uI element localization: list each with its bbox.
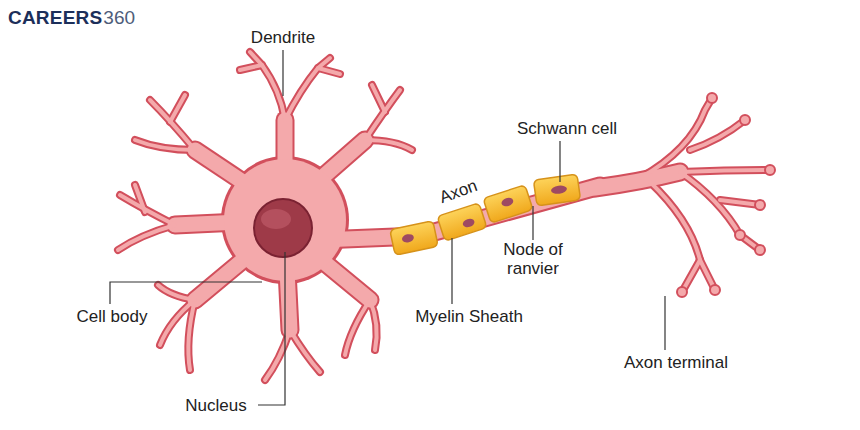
part-label: Axon bbox=[437, 175, 480, 206]
part-label: Myelin Sheath bbox=[415, 307, 523, 326]
part-label: Axon terminal bbox=[624, 353, 728, 372]
dendrite-fill bbox=[118, 52, 770, 380]
nucleus bbox=[254, 199, 312, 257]
part-label: Node of ranvier bbox=[492, 240, 574, 278]
logo-text: CAREERS bbox=[8, 8, 102, 27]
part-label: Cell body bbox=[77, 307, 148, 326]
part-label: Dendrite bbox=[251, 28, 315, 47]
part-label: Nucleus bbox=[185, 396, 246, 415]
leader-lines bbox=[110, 50, 665, 405]
dendrite-outline bbox=[118, 52, 770, 380]
axon-terminal-bulbs bbox=[677, 93, 775, 297]
part-label: Schwann cell bbox=[517, 119, 617, 138]
logo-number: 360 bbox=[103, 8, 135, 27]
